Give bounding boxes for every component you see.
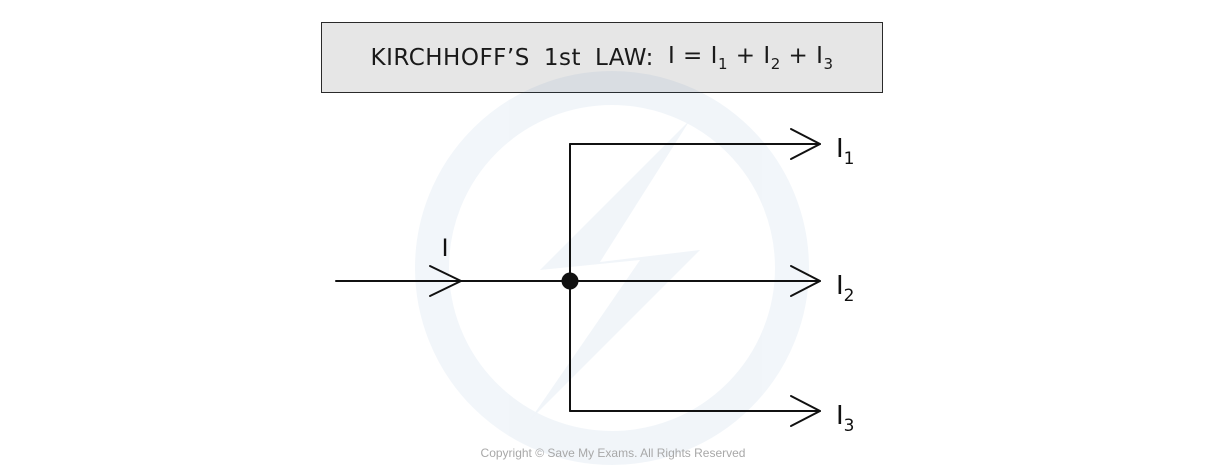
equation: I = I1 + I2 + I3 bbox=[668, 43, 834, 73]
title-box: KIRCHHOFF’S 1st LAW: I = I1 + I2 + I3 bbox=[321, 22, 883, 93]
equation-term-3: I3 bbox=[816, 42, 834, 73]
branch-1-label: I1 bbox=[836, 134, 855, 169]
incoming-current-label: I bbox=[441, 234, 448, 262]
incoming-arrowhead bbox=[429, 265, 462, 297]
branch-1-arrowhead bbox=[790, 128, 821, 160]
branch-3-arrowhead bbox=[790, 395, 821, 427]
junction-node bbox=[561, 272, 579, 290]
branch-2-label: I2 bbox=[836, 271, 855, 306]
lightning-bolt-logo-watermark bbox=[415, 71, 809, 465]
branch-2-arrowhead bbox=[790, 265, 821, 297]
law-ordinal: 1st bbox=[543, 44, 581, 71]
law-name: KIRCHHOFF’S bbox=[370, 44, 530, 71]
equation-term-2: I2 bbox=[763, 42, 781, 73]
equation-plus-1: + bbox=[735, 42, 756, 69]
equation-term-1: I1 bbox=[710, 42, 728, 73]
law-word: LAW: bbox=[594, 44, 654, 71]
equation-equals: = bbox=[683, 42, 703, 69]
equation-plus-2: + bbox=[788, 42, 809, 69]
copyright-notice: Copyright © Save My Exams. All Rights Re… bbox=[480, 446, 746, 460]
equation-lhs: I bbox=[667, 42, 676, 69]
branch-3-label: I3 bbox=[836, 401, 855, 436]
